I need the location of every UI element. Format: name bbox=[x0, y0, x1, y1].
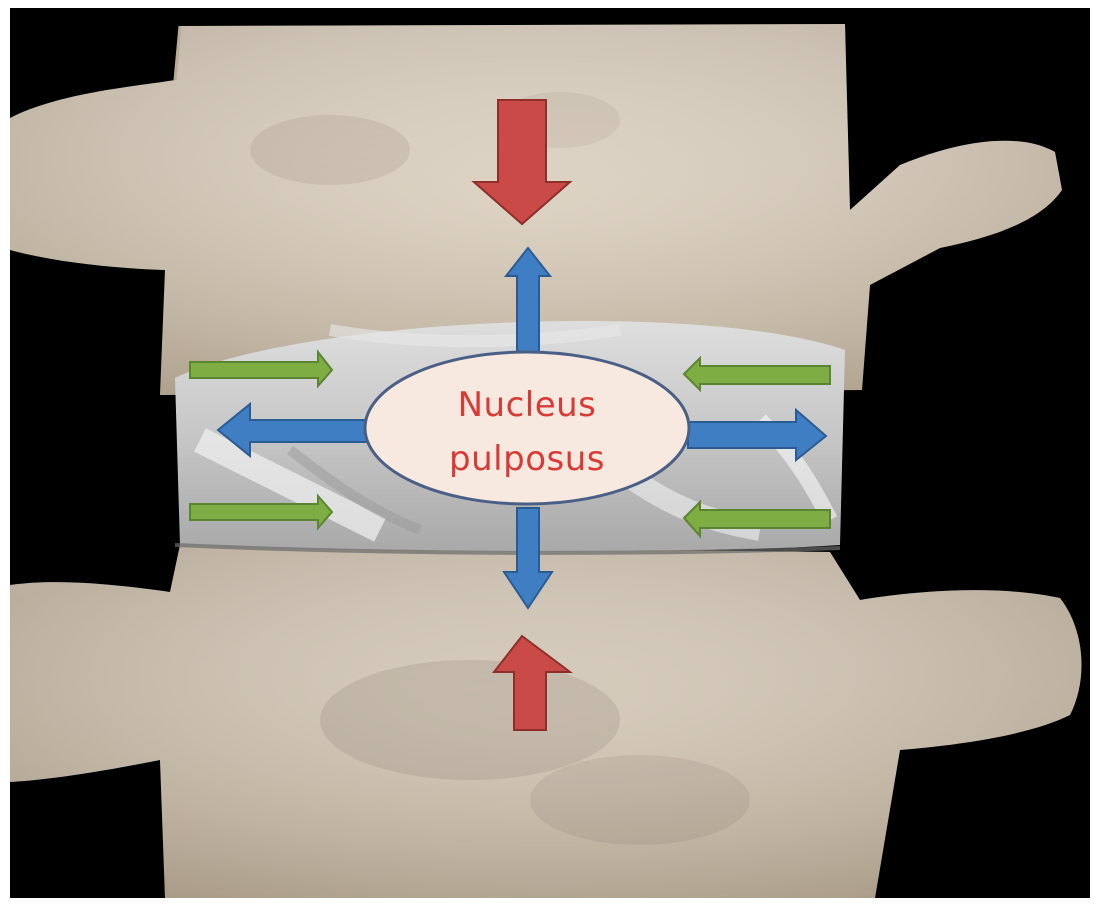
nucleus-label-line2: pulposus bbox=[449, 439, 605, 479]
nucleus-label-line1: Nucleus bbox=[458, 385, 597, 425]
nucleus-pulposus-ellipse bbox=[365, 352, 689, 504]
